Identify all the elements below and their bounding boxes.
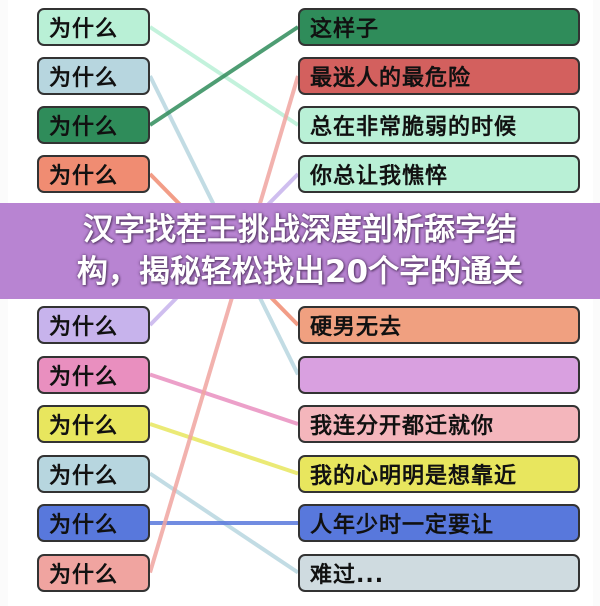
title-line-1: 汉字找茬王挑战深度剖析舔字结 (83, 212, 517, 248)
left-item[interactable]: 为什么 (37, 306, 150, 344)
right-item[interactable]: 我连分开都迁就你 (298, 405, 580, 443)
right-item[interactable]: 人年少时一定要让 (298, 504, 580, 542)
connection-line (149, 422, 299, 476)
connection-line (148, 25, 300, 127)
right-item[interactable] (298, 355, 580, 394)
left-item[interactable]: 为什么 (37, 355, 150, 394)
right-item[interactable]: 难过... (298, 553, 580, 592)
right-item[interactable]: 我的心明明是想靠近 (298, 454, 580, 493)
left-item[interactable]: 为什么 (37, 454, 150, 493)
right-item[interactable]: 你总让我憔悴 (298, 155, 580, 193)
left-item[interactable]: 为什么 (37, 504, 150, 542)
left-item[interactable]: 为什么 (37, 8, 150, 46)
left-item[interactable]: 为什么 (37, 553, 150, 592)
connection-line (149, 372, 299, 426)
right-item[interactable]: 最迷人的最危险 (298, 57, 580, 95)
title-banner: 汉字找茬王挑战深度剖析舔字结 构，揭秘轻松找出20个字的通关 (0, 203, 600, 299)
left-item[interactable]: 为什么 (37, 106, 150, 144)
right-item[interactable]: 总在非常脆弱的时候 (298, 106, 580, 144)
left-item[interactable]: 为什么 (37, 405, 150, 443)
left-item[interactable]: 为什么 (37, 155, 150, 193)
left-item[interactable]: 为什么 (37, 57, 150, 95)
right-item[interactable]: 硬男无去 (298, 306, 580, 344)
connection-line (148, 75, 300, 574)
right-item[interactable]: 这样子 (298, 8, 580, 46)
title-line-2: 构，揭秘轻松找出20个字的通关 (76, 254, 524, 290)
